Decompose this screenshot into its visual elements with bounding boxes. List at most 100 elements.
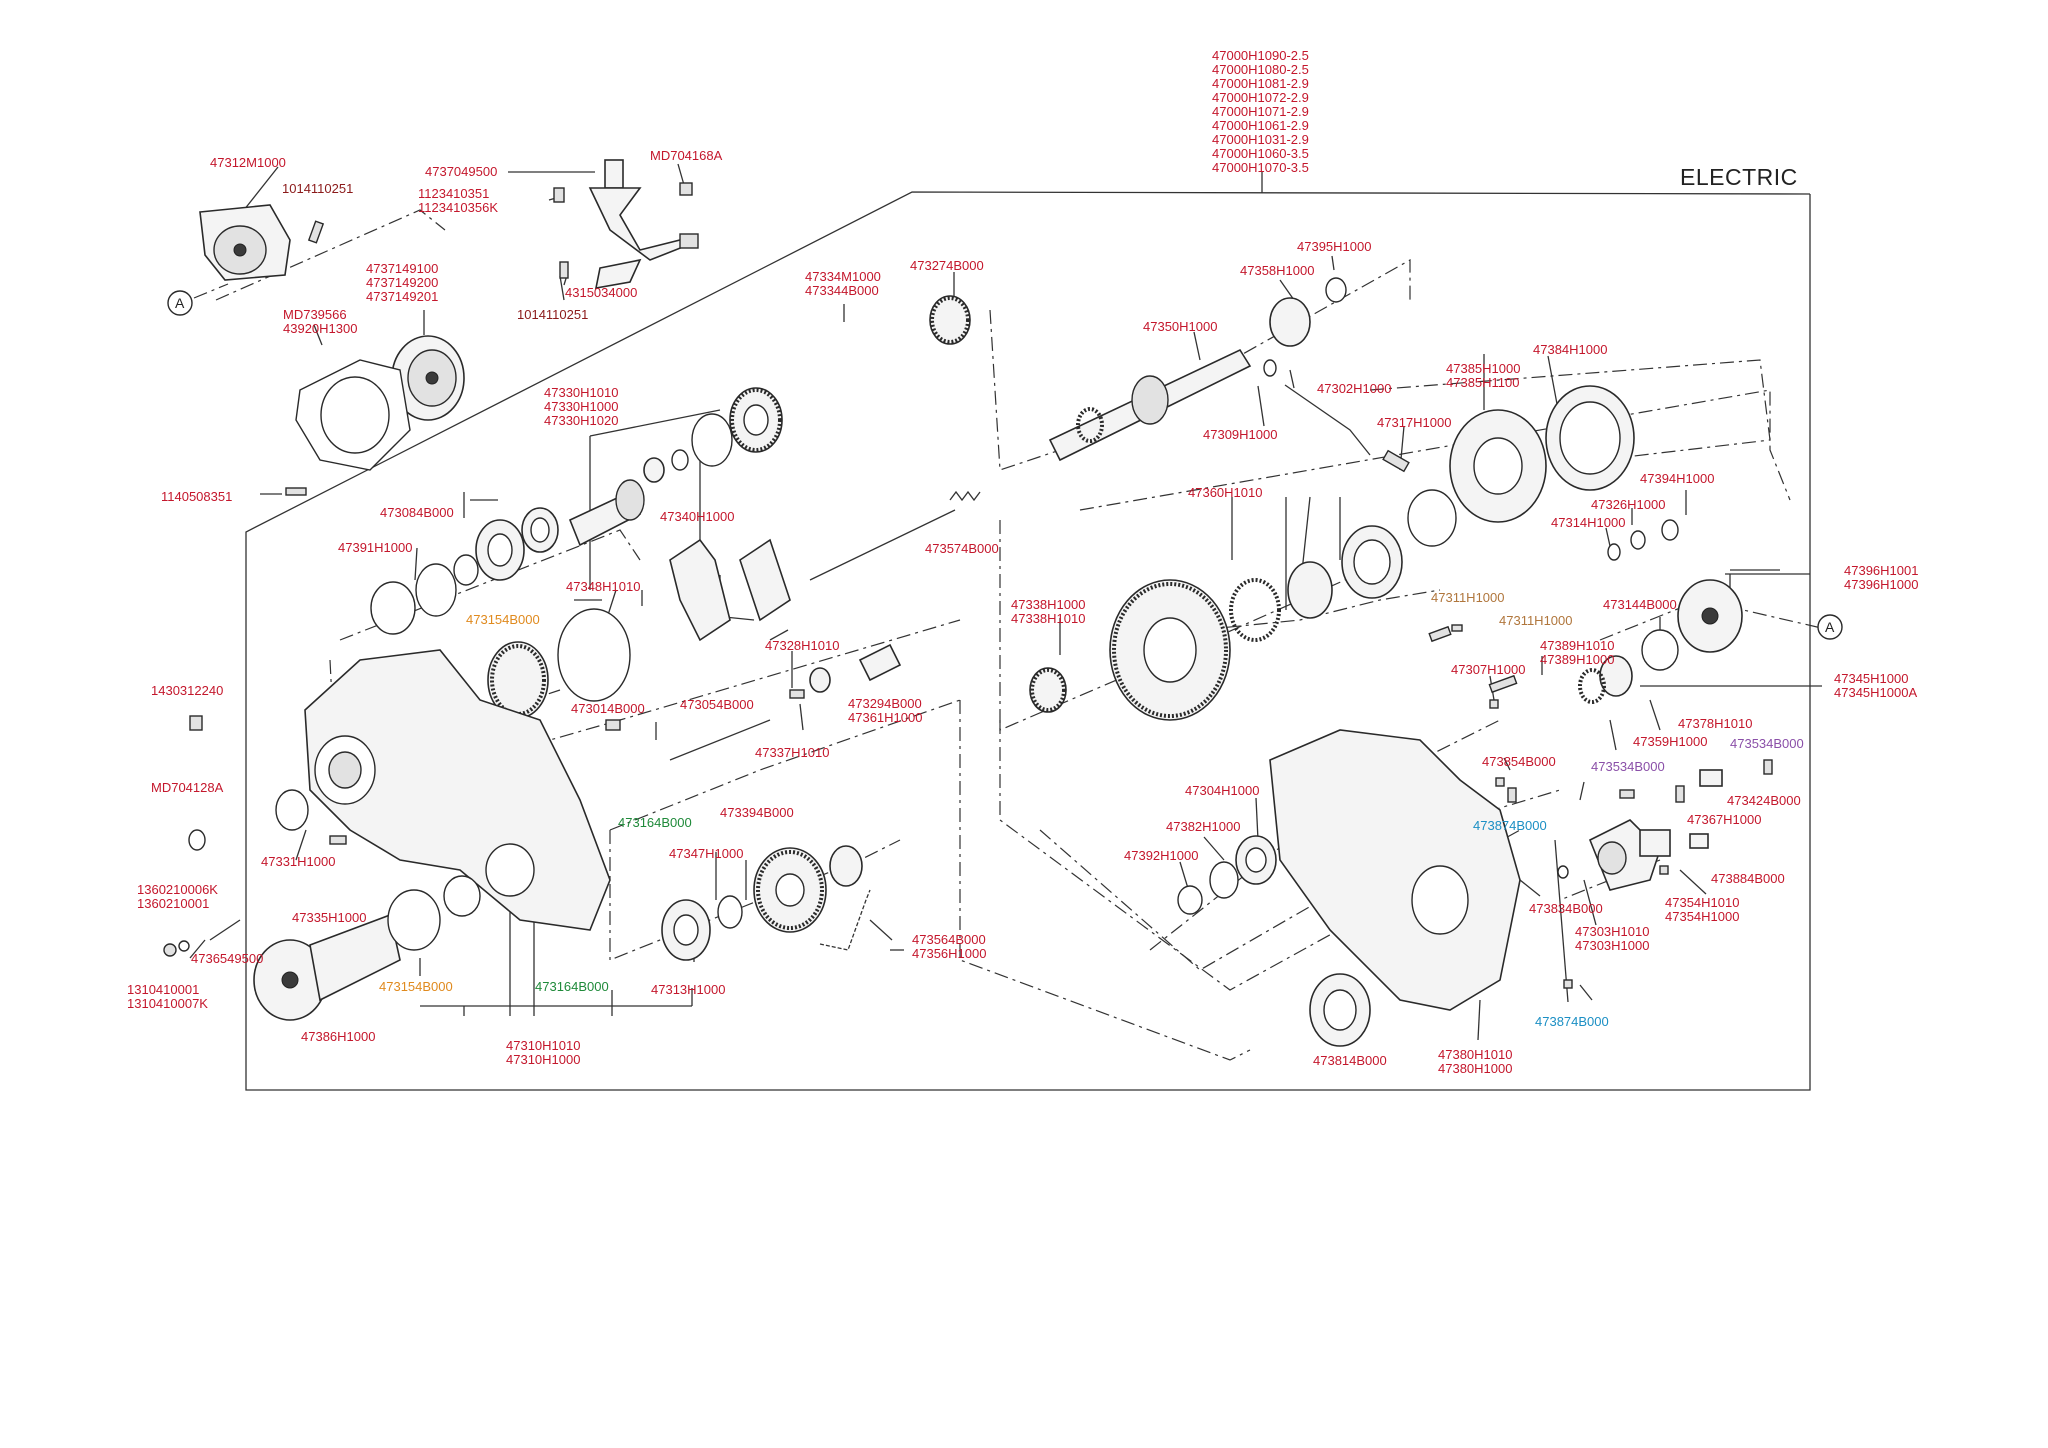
part-label[interactable]: 47347H1000 — [669, 847, 743, 861]
part-label[interactable]: 47394H1000 — [1640, 472, 1714, 486]
part-number-text: 1140508351 — [161, 489, 233, 504]
part-label[interactable]: 47392H1000 — [1124, 849, 1198, 863]
part-label[interactable]: 47314H1000 — [1551, 516, 1625, 530]
part-label[interactable]: 47312M1000 — [210, 156, 286, 170]
part-label[interactable]: 47360H1010 — [1188, 486, 1262, 500]
part-label[interactable]: 47335H1000 — [292, 911, 366, 925]
part-label[interactable]: 47311H1000 — [1499, 614, 1573, 628]
part-number-text: 47396H1000 — [1844, 577, 1919, 592]
part-label[interactable]: 47367H1000 — [1687, 813, 1761, 827]
part-label[interactable]: 47395H1000 — [1297, 240, 1371, 254]
part-label[interactable]: 473274B000 — [910, 259, 984, 273]
part-label[interactable]: 47311H1000 — [1431, 591, 1505, 605]
part-label[interactable]: 4736549500 — [191, 952, 263, 966]
part-label[interactable]: 47331H1000 — [261, 855, 335, 869]
part-label[interactable]: 47317H1000 — [1377, 416, 1451, 430]
part-label[interactable]: 473814B000 — [1313, 1054, 1387, 1068]
part-label[interactable]: 473154B000 — [466, 613, 540, 627]
part-label[interactable]: 473164B000 — [535, 980, 609, 994]
part-label[interactable]: 47384H1000 — [1533, 343, 1607, 357]
spline-hub-part — [1287, 561, 1333, 619]
vent-part — [329, 835, 347, 845]
part-label[interactable]: 47348H1010 — [566, 580, 640, 594]
part-label[interactable]: 47391H1000 — [338, 541, 412, 555]
part-label[interactable]: 47307H1000 — [1451, 663, 1525, 677]
part-number-text: 47345H1000A — [1834, 685, 1918, 700]
part-number-text: 473054B000 — [680, 697, 754, 712]
part-label[interactable]: 47340H1000 — [660, 510, 734, 524]
bolt-part — [1763, 759, 1773, 775]
part-label[interactable]: MD704128A — [151, 781, 223, 795]
part-label[interactable]: 47337H1010 — [755, 746, 829, 760]
part-label[interactable]: 4737049500 — [425, 165, 497, 179]
part-label[interactable]: 47378H1010 — [1678, 717, 1752, 731]
part-label[interactable]: 473424B000 — [1727, 794, 1801, 808]
part-label[interactable]: 47313H1000 — [651, 983, 725, 997]
part-label[interactable]: 47359H1000 — [1633, 735, 1707, 749]
part-label[interactable]: 47326H1000 — [1591, 498, 1665, 512]
part-label[interactable]: 473084B000 — [380, 506, 454, 520]
bearing-part — [521, 507, 559, 553]
part-label[interactable]: 473874B000 — [1473, 819, 1547, 833]
part-label[interactable]: 47350H1000 — [1143, 320, 1217, 334]
part-label[interactable]: 47302H1000 — [1317, 382, 1391, 396]
part-label[interactable]: 47386H1000 — [301, 1030, 375, 1044]
part-label[interactable]: 47358H1000 — [1240, 264, 1314, 278]
part-number-text: 47347H1000 — [669, 846, 744, 861]
part-number-text: 47311H1000 — [1431, 590, 1505, 605]
part-label[interactable]: 47309H1000 — [1203, 428, 1277, 442]
part-label[interactable]: 1140508351 — [161, 490, 232, 504]
part-label[interactable]: 473834B000 — [1529, 902, 1603, 916]
part-label[interactable]: 47328H1010 — [765, 639, 839, 653]
needle-bearing-part — [1488, 674, 1518, 694]
stud-part — [209, 919, 241, 941]
clutch-coil-part — [1545, 385, 1635, 491]
part-label[interactable]: 47304H1000 — [1185, 784, 1259, 798]
part-label[interactable]: 47382H1000 — [1166, 820, 1240, 834]
part-label[interactable]: 473854B000 — [1482, 755, 1556, 769]
part-label[interactable]: 4315034000 — [565, 286, 637, 300]
part-label[interactable]: 473874B000 — [1535, 1015, 1609, 1029]
part-number-text: 47330H1000 — [544, 399, 619, 414]
part-label[interactable]: 473884B000 — [1711, 872, 1785, 886]
part-label[interactable]: 473014B000 — [571, 702, 645, 716]
part-label[interactable]: 473144B000 — [1603, 598, 1677, 612]
part-label[interactable]: 1014110251 — [517, 308, 588, 322]
part-label[interactable]: MD704168A — [650, 149, 722, 163]
part-label[interactable]: 473534B000 — [1591, 760, 1665, 774]
part-label[interactable]: 473054B000 — [680, 698, 754, 712]
part-number-text: 47394H1000 — [1640, 471, 1715, 486]
part-label[interactable]: 473394B000 — [720, 806, 794, 820]
part-label[interactable]: 1014110251 — [282, 182, 353, 196]
part-label[interactable]: 1430312240 — [151, 684, 223, 698]
bolt-part — [1507, 787, 1517, 803]
part-number-text: 47000H1081-2.9 — [1212, 76, 1309, 91]
part-number-text: 1310410007K — [127, 996, 208, 1011]
part-number-text: 47314H1000 — [1551, 515, 1626, 530]
part-label[interactable]: 473154B000 — [379, 980, 453, 994]
part-number-text: 47395H1000 — [1297, 239, 1372, 254]
part-label[interactable]: 473574B000 — [925, 542, 999, 556]
part-number-text: 473534B000 — [1591, 759, 1665, 774]
part-label[interactable]: 473164B000 — [618, 816, 692, 830]
part-label[interactable]: 473534B000 — [1730, 737, 1804, 751]
